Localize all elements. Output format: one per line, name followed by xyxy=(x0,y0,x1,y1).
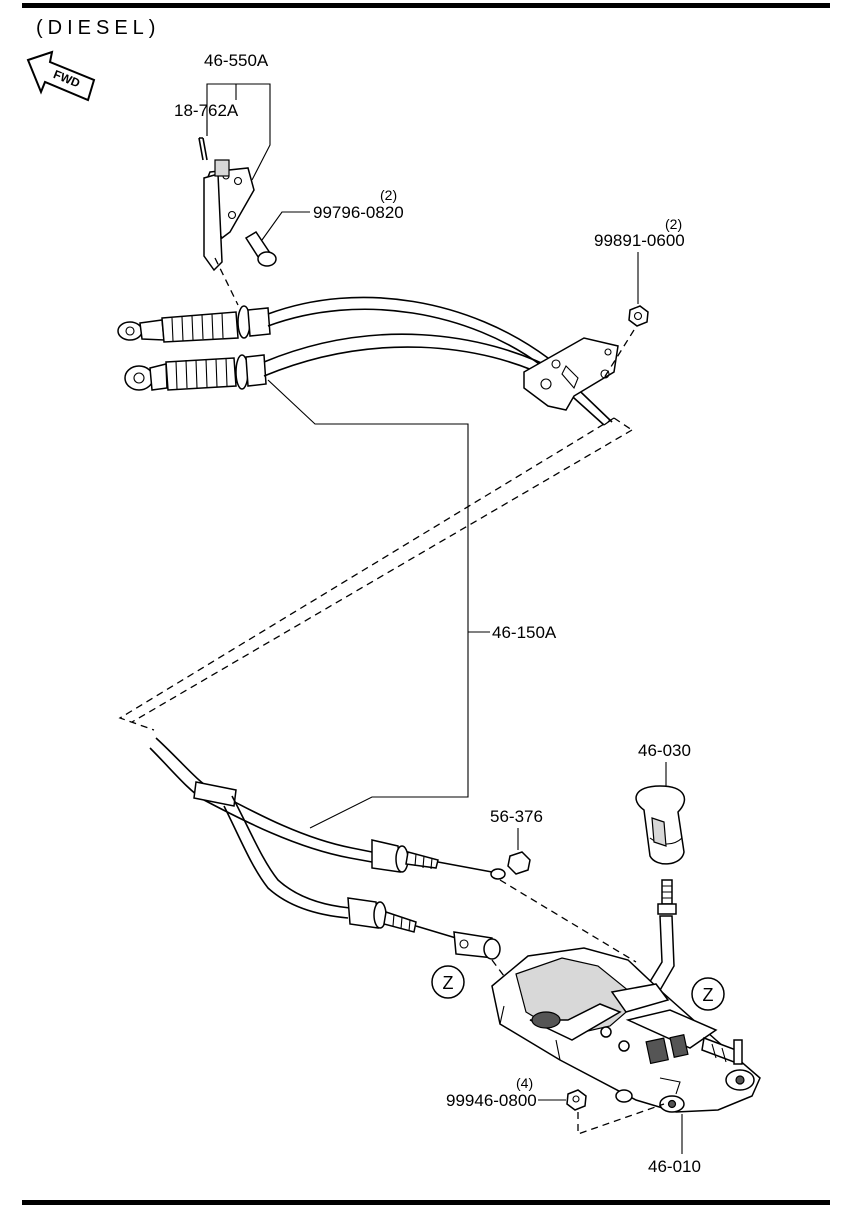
nut-small xyxy=(507,851,531,875)
callout-z-right-label: Z xyxy=(703,985,714,1005)
cable-end-upper xyxy=(117,305,271,343)
callout-z-left: Z xyxy=(431,965,465,999)
nut-base xyxy=(566,1089,587,1111)
label-cable-bracket: 46-550A xyxy=(204,51,269,70)
clip xyxy=(198,137,208,161)
label-nut-base: 99946-0800 xyxy=(446,1091,537,1110)
label-nut-base-qty: (4) xyxy=(516,1075,533,1091)
label-knob: 46-030 xyxy=(638,741,691,760)
label-clip: 18-762A xyxy=(174,101,239,120)
cable-end-lower xyxy=(124,354,267,391)
cable-bracket xyxy=(203,159,255,272)
label-nut-bracket-qty: (2) xyxy=(665,216,682,232)
label-nut-bracket: 99891-0600 xyxy=(594,231,685,250)
label-nut-small: 56-376 xyxy=(490,807,543,826)
bottom-rule xyxy=(22,1200,830,1205)
cable-lower-routing xyxy=(149,737,506,960)
label-shift-lever-assembly: 46-010 xyxy=(648,1157,701,1176)
top-rule xyxy=(22,3,830,8)
cable-mount-bracket xyxy=(523,337,619,411)
bolt xyxy=(244,230,277,267)
nut-bracket xyxy=(628,305,649,327)
label-bolt: 99796-0820 xyxy=(313,203,404,222)
label-bolt-qty: (2) xyxy=(380,187,397,203)
callout-z-right: Z xyxy=(691,977,725,1011)
fwd-arrow-icon: FWD xyxy=(26,50,96,102)
shift-lever-base xyxy=(491,947,761,1113)
callout-z-left-label: Z xyxy=(443,973,454,993)
label-cable-assembly: 46-150A xyxy=(492,623,557,642)
variant-label: (DIESEL) xyxy=(36,17,160,39)
shift-knob xyxy=(635,785,686,865)
